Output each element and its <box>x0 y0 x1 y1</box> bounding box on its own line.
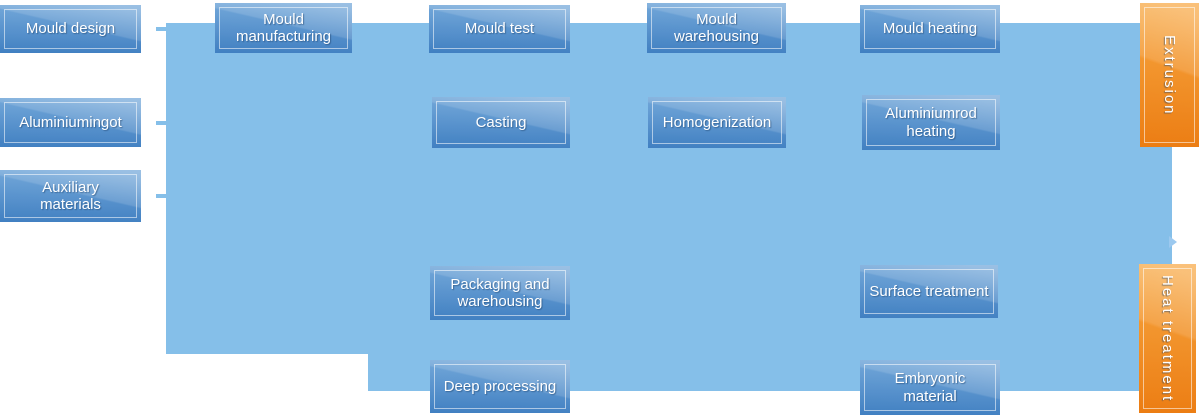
flow-step-mould-heating: Mould heating <box>860 5 1000 53</box>
flow-step-homogenization: Homogenization <box>648 97 786 148</box>
flow-step-embryonic-material: Embryonic material <box>860 360 1000 415</box>
flow-step-packaging-and-warehousing: Packaging and warehousing <box>430 266 570 320</box>
flow-step-casting: Casting <box>432 97 570 148</box>
flow-step-auxiliary-materials: Auxiliary materials <box>0 170 141 222</box>
connector-dash <box>156 194 167 198</box>
flow-step-mould-design: Mould design <box>0 5 141 53</box>
flow-step-aluminiumingot: Aluminiumingot <box>0 98 141 147</box>
flow-step-extrusion: Extrusion <box>1140 3 1199 147</box>
flow-step-mould-manufacturing: Mould manufacturing <box>215 3 352 53</box>
flow-step-surface-treatment: Surface treatment <box>860 265 998 318</box>
connector-dash <box>156 27 167 31</box>
flow-step-heat-treatment: Heat treatment <box>1139 264 1196 413</box>
connector-dash <box>156 121 167 125</box>
flow-arrow-icon <box>1169 236 1177 248</box>
flow-step-mould-warehousing: Mould warehousing <box>647 3 786 53</box>
flow-step-deep-processing: Deep processing <box>430 360 570 413</box>
flow-step-aluminiumrod-heating: Aluminiumrod heating <box>862 95 1000 150</box>
flow-step-mould-test: Mould test <box>429 5 570 53</box>
